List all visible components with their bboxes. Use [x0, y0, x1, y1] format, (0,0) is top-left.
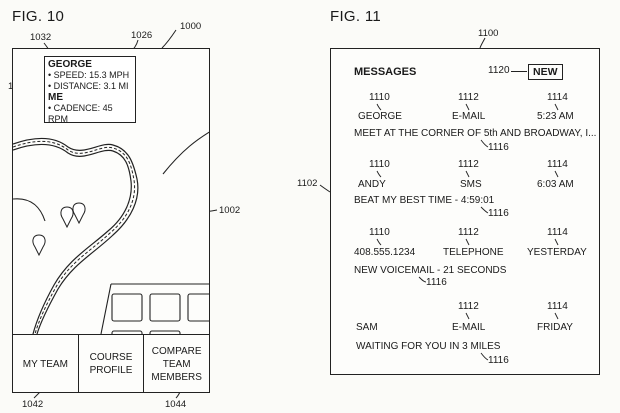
course-profile-label: COURSE PROFILE	[89, 352, 133, 376]
message-sender: 408.555.1234	[354, 247, 416, 258]
messages-header: MESSAGES	[354, 66, 417, 78]
message-time: FRIDAY	[537, 322, 573, 333]
ref-1116: 1116	[426, 277, 447, 288]
ref-1032: 1032	[30, 32, 52, 43]
course-route	[13, 140, 136, 334]
ref-1100: 1100	[478, 28, 499, 39]
fig11-caption: FIG. 11	[330, 8, 382, 25]
message-time: 5:23 AM	[537, 111, 574, 122]
ref-1114: 1114	[547, 159, 568, 170]
ref-1110: 1110	[369, 92, 390, 103]
ref-1112: 1112	[458, 301, 479, 312]
message-preview: WAITING FOR YOU IN 3 MILES	[356, 341, 501, 352]
marker-1024[interactable]	[72, 202, 86, 225]
map-view[interactable]: GEORGE • SPEED: 15.3 MPH • DISTANCE: 3.1…	[13, 49, 209, 334]
my-team-button[interactable]: MY TEAM	[13, 335, 78, 393]
vertical-road	[100, 283, 112, 334]
ref-1026-top: 1026	[131, 30, 153, 41]
ref-1116: 1116	[488, 208, 509, 219]
message-type: SMS	[460, 179, 482, 190]
ref-1110: 1110	[369, 159, 390, 170]
distance-stat: • DISTANCE: 3.1 MI	[48, 81, 129, 91]
bottom-button-row: MY TEAM COURSE PROFILE COMPARE TEAM MEMB…	[13, 334, 209, 393]
ref-1112: 1112	[458, 159, 479, 170]
ref-1112: 1112	[458, 227, 479, 238]
message-time: 6:03 AM	[537, 179, 574, 190]
message-sender: SAM	[356, 322, 378, 333]
message-time: YESTERDAY	[527, 247, 587, 258]
team-markers	[32, 202, 86, 257]
side-road	[13, 198, 46, 222]
new-label: NEW	[533, 66, 558, 78]
ref-1002: 1002	[219, 205, 241, 216]
message-type: E-MAIL	[452, 111, 486, 122]
speed-stat: • SPEED: 15.3 MPH	[48, 70, 130, 80]
building-blocks	[111, 293, 209, 334]
cadence-stat: • CADENCE: 45 RPM	[48, 103, 113, 124]
course-profile-button[interactable]: COURSE PROFILE	[77, 335, 144, 393]
ref-1112: 1112	[458, 92, 479, 103]
message-preview: NEW VOICEMAIL - 21 SECONDS	[354, 265, 507, 276]
phone-device-screen: GEORGE • SPEED: 15.3 MPH • DISTANCE: 3.1…	[12, 48, 210, 393]
message-sender: ANDY	[358, 179, 386, 190]
my-team-label: MY TEAM	[22, 358, 68, 370]
map-road	[13, 137, 139, 334]
ref-1120: 1120	[488, 65, 510, 76]
new-message-button[interactable]: NEW	[528, 64, 563, 80]
marker-1022[interactable]	[32, 234, 46, 257]
athlete-name: GEORGE	[48, 59, 92, 70]
ref-1042: 1042	[22, 399, 44, 410]
ref-1116: 1116	[488, 142, 509, 153]
message-type: TELEPHONE	[443, 247, 504, 258]
marker-1026[interactable]	[60, 206, 74, 229]
ref-1114: 1114	[547, 227, 568, 238]
compare-team-members-button[interactable]: COMPARE TEAM MEMBERS	[143, 335, 209, 393]
ref-1102: 1102	[297, 178, 318, 189]
map-drawing	[13, 131, 209, 334]
me-label: ME	[48, 92, 63, 103]
diag-road	[162, 131, 209, 175]
ref-1116: 1116	[488, 355, 509, 366]
athlete-info-popup: GEORGE • SPEED: 15.3 MPH • DISTANCE: 3.1…	[44, 56, 136, 124]
compare-label: COMPARE TEAM MEMBERS	[151, 345, 202, 383]
ref-1114: 1114	[547, 92, 568, 103]
message-preview: MEET AT THE CORNER OF 5th AND BROADWAY, …	[354, 128, 597, 139]
fig11-ref-ticks	[376, 103, 559, 361]
messages-panel: MESSAGES 1120 NEW 1110 1112 1114 GEORGE …	[330, 48, 600, 375]
message-preview: BEAT MY BEST TIME - 4:59:01	[354, 195, 495, 206]
map-road-edge	[13, 143, 132, 334]
ref-1000: 1000	[180, 21, 202, 32]
ref-1044: 1044	[165, 399, 187, 410]
ref-1114: 1114	[547, 301, 568, 312]
message-sender: GEORGE	[358, 111, 402, 122]
ref-1110: 1110	[369, 227, 390, 238]
fig10-caption: FIG. 10	[12, 8, 65, 25]
fig11-lead-lines	[319, 37, 486, 193]
message-type: E-MAIL	[452, 322, 486, 333]
